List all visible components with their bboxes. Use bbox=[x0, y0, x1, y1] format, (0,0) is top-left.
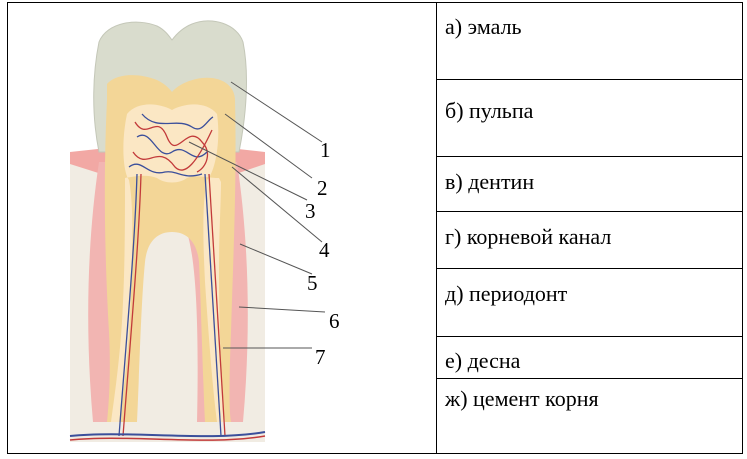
row-divider bbox=[437, 336, 743, 337]
row-divider bbox=[437, 378, 743, 379]
tooth-diagram-cell: 1 2 3 4 5 6 7 bbox=[7, 2, 437, 454]
label-6: 6 bbox=[329, 309, 340, 333]
answer-a: а) эмаль bbox=[445, 14, 522, 40]
answer-g: г) корневой канал bbox=[445, 224, 611, 250]
answer-zh: ж) цемент корня bbox=[445, 386, 599, 412]
answer-e: е) десна bbox=[445, 348, 520, 374]
label-1: 1 bbox=[320, 138, 331, 162]
label-2: 2 bbox=[317, 176, 328, 200]
row-divider bbox=[437, 211, 743, 212]
tooth-diagram: 1 2 3 4 5 6 7 bbox=[7, 2, 437, 454]
row-divider bbox=[437, 79, 743, 80]
answer-b: б) пульпа bbox=[445, 98, 533, 124]
answer-v: в) дентин bbox=[445, 169, 534, 195]
label-4: 4 bbox=[319, 238, 330, 262]
label-5: 5 bbox=[307, 271, 318, 295]
row-divider bbox=[437, 156, 743, 157]
row-divider bbox=[437, 268, 743, 269]
label-7: 7 bbox=[315, 345, 326, 369]
label-3: 3 bbox=[305, 199, 316, 223]
answer-d: д) периодонт bbox=[445, 281, 567, 307]
answers-column: а) эмаль б) пульпа в) дентин г) корневой… bbox=[437, 2, 743, 454]
